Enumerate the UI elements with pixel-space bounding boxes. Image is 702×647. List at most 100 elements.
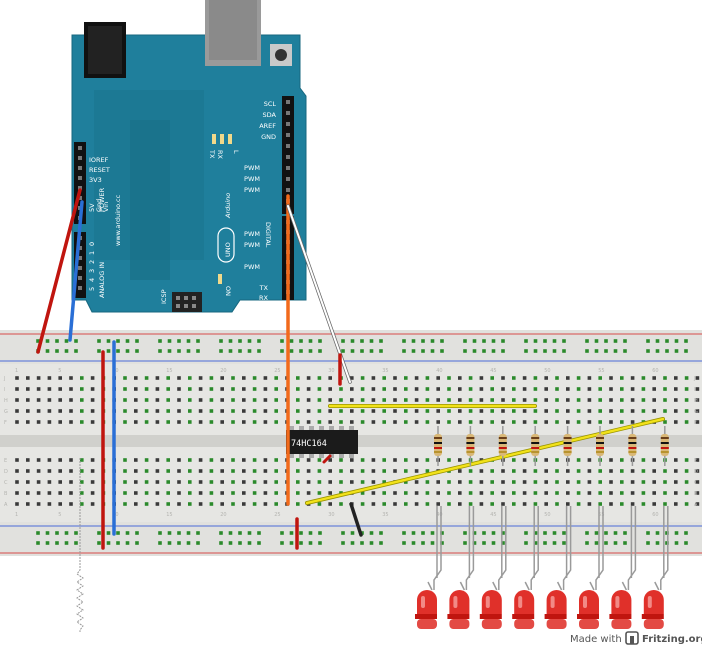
breadboard-hole xyxy=(555,502,559,506)
breadboard-hole xyxy=(684,420,689,424)
row-letter-right: J xyxy=(693,376,695,382)
breadboard-hole xyxy=(468,398,473,402)
breadboard-hole xyxy=(166,409,170,413)
fritzing-logo-inner xyxy=(630,636,634,644)
led-lead xyxy=(530,506,539,590)
breadboard-hole xyxy=(134,480,138,484)
breadboard-hole xyxy=(555,469,559,473)
tx-pin-label: TX xyxy=(259,284,269,292)
header-pin xyxy=(78,196,82,200)
breadboard-hole xyxy=(263,480,268,484)
breadboard-hole xyxy=(436,387,440,391)
breadboard-hole xyxy=(231,376,235,380)
breadboard-hole xyxy=(501,420,505,424)
pwm-label: PWM xyxy=(244,164,260,172)
resistor xyxy=(628,426,637,466)
breadboard-hole xyxy=(317,420,322,424)
led-highlight xyxy=(615,596,620,608)
wire-data-diagonal-core xyxy=(305,417,665,505)
breadboard-hole xyxy=(247,531,252,535)
breadboard-hole xyxy=(360,480,365,484)
breadboard-hole xyxy=(604,531,608,535)
breadboard-hole xyxy=(382,502,386,506)
breadboard-hole xyxy=(274,491,278,495)
breadboard-hole xyxy=(620,480,624,484)
led xyxy=(512,506,539,629)
breadboard-hole xyxy=(350,541,355,545)
breadboard-hole xyxy=(566,387,570,391)
breadboard-hole xyxy=(544,398,548,402)
breadboard-hole xyxy=(317,502,322,506)
breadboard-hole xyxy=(652,491,656,495)
breadboard-hole xyxy=(134,502,138,506)
breadboard-hole xyxy=(491,339,496,343)
breadboard-hole xyxy=(414,480,419,484)
breadboard-hole xyxy=(80,469,84,473)
breadboard-hole xyxy=(594,339,599,343)
breadboard-hole xyxy=(47,398,52,402)
breadboard-hole xyxy=(318,531,322,535)
breadboard-hole xyxy=(524,339,528,343)
breadboard-hole xyxy=(404,469,408,473)
breadboard-hole xyxy=(80,387,84,391)
chip-pin xyxy=(309,426,314,431)
breadboard-hole xyxy=(296,491,300,495)
breadboard-hole xyxy=(522,387,527,391)
breadboard-hole xyxy=(263,502,268,506)
breadboard-hole xyxy=(350,409,354,413)
breadboard-hole xyxy=(684,409,689,413)
breadboard-hole xyxy=(695,398,700,402)
column-number-top: 1 xyxy=(15,368,18,374)
breadboard-hole xyxy=(379,339,383,343)
breadboard-hole xyxy=(566,376,570,380)
breadboard-hole xyxy=(512,502,516,506)
breadboard-hole xyxy=(341,339,345,343)
breadboard-hole xyxy=(74,531,78,535)
row-letter-left: I xyxy=(4,387,5,393)
breadboard-hole xyxy=(289,541,294,545)
breadboard-hole xyxy=(430,531,435,535)
breadboard-hole xyxy=(55,349,59,353)
usb-port-inner xyxy=(209,0,257,60)
breadboard-hole xyxy=(674,480,678,484)
breadboard-hole xyxy=(425,480,430,484)
breadboard-hole xyxy=(80,420,84,424)
breadboard-hole xyxy=(166,398,170,402)
breadboard-hole xyxy=(317,409,322,413)
breadboard-hole xyxy=(166,458,170,462)
resistor-band xyxy=(628,442,637,444)
breadboard-hole xyxy=(695,491,700,495)
breadboard-hole xyxy=(491,349,496,353)
breadboard-hole xyxy=(402,339,406,343)
breadboard-hole xyxy=(609,387,613,391)
led-highlight xyxy=(421,596,425,608)
shift-register-chip: 74HC164 xyxy=(286,426,358,458)
breadboard-hole xyxy=(425,469,430,473)
resistor-band xyxy=(596,437,604,439)
led-base xyxy=(449,619,470,629)
breadboard-hole xyxy=(382,491,386,495)
breadboard-hole xyxy=(64,349,69,353)
led-highlight xyxy=(485,596,490,608)
breadboard-hole xyxy=(263,376,268,380)
breadboard-hole xyxy=(436,409,440,413)
breadboard-hole xyxy=(585,349,589,353)
breadboard-hole xyxy=(501,541,505,545)
breadboard-hole xyxy=(665,339,669,343)
breadboard-hole xyxy=(242,420,246,424)
breadboard-hole xyxy=(198,420,203,424)
header-pin xyxy=(286,188,290,192)
breadboard-hole xyxy=(646,531,650,535)
breadboard-hole xyxy=(533,376,538,380)
breadboard-hole xyxy=(684,398,689,402)
breadboard-hole xyxy=(144,420,149,424)
breadboard-hole xyxy=(566,480,570,484)
breadboard-hole xyxy=(641,502,646,506)
breadboard-hole xyxy=(652,387,656,391)
resistor-band xyxy=(498,447,507,449)
top-pin-label: SCL xyxy=(264,100,277,108)
led-rim xyxy=(544,614,567,619)
row-letter-left: G xyxy=(4,409,8,415)
breadboard-hole xyxy=(289,349,294,353)
on-label: ON xyxy=(224,286,232,296)
